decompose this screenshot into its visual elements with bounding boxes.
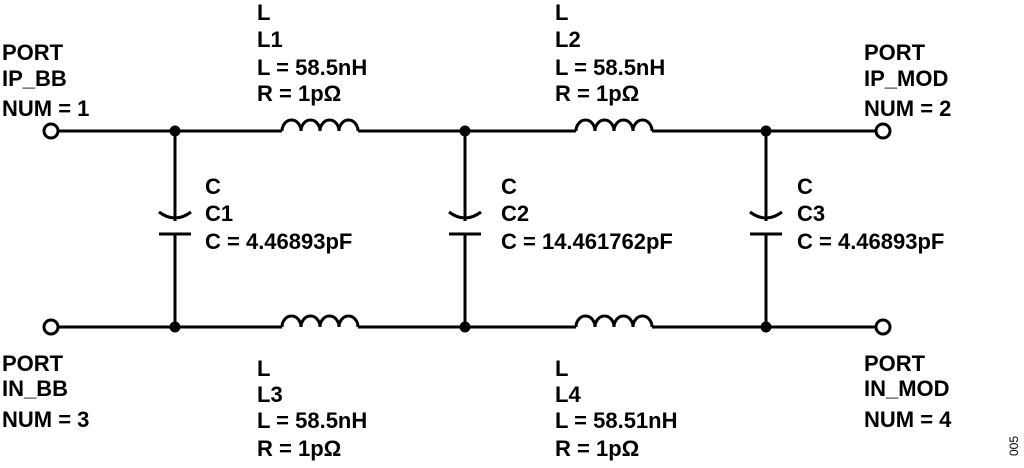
inductor-l1-label: L L1 L = 58.5nH R = 1pΩ (257, 0, 373, 106)
junction-node (459, 125, 471, 137)
port-ip-bb-label: PORT IP_BB NUM = 1 (2, 40, 89, 121)
port-4-terminal (874, 318, 892, 336)
port-2-terminal (874, 122, 892, 140)
junction-node (169, 125, 181, 137)
inductor-l3-label: L L3 L = 58.5nH R = 1pΩ (257, 356, 373, 461)
capacitor-c1-label: C C1 C = 4.46893pF (205, 174, 352, 254)
inductor-l1-coil (280, 118, 360, 132)
capacitor-c3-label: C C3 C = 4.46893pF (797, 174, 944, 254)
capacitor-c1-symbol (158, 131, 192, 327)
inductor-l4-coil (574, 314, 654, 328)
port-1-terminal (42, 122, 60, 140)
port-in-mod-label: PORT IN_MOD NUM = 4 (864, 351, 956, 432)
port-in-bb-label: PORT IN_BB NUM = 3 (2, 351, 89, 432)
junction-node (760, 321, 772, 333)
junction-node (760, 125, 772, 137)
inductor-l2-coil (574, 118, 654, 132)
capacitor-c2-symbol (448, 131, 482, 327)
junction-node (459, 321, 471, 333)
inductor-l3-coil (280, 314, 360, 328)
inductor-l2-label: L L2 L = 58.5nH R = 1pΩ (555, 0, 671, 106)
inductor-l4-label: L L4 L = 58.51nH R = 1pΩ (555, 356, 684, 461)
junction-node (169, 321, 181, 333)
port-3-terminal (42, 318, 60, 336)
capacitor-c2-label: C C2 C = 14.461762pF (501, 174, 673, 254)
figure-id: 005 (1007, 436, 1021, 456)
port-ip-mod-label: PORT IP_MOD NUM = 2 (864, 40, 954, 121)
capacitor-c3-symbol (749, 131, 783, 327)
